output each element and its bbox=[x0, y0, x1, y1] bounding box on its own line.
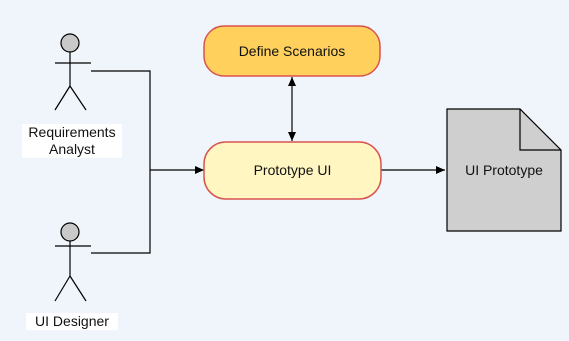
define-scenarios-label: Define Scenarios bbox=[238, 43, 346, 59]
ui-prototype-label: UI Prototype bbox=[465, 162, 543, 178]
ui-designer-label: UI Designer bbox=[26, 313, 118, 330]
document-fold bbox=[519, 109, 561, 151]
designer-connector bbox=[91, 170, 151, 254]
prototype-ui-box bbox=[203, 141, 382, 200]
ui-designer-actor bbox=[54, 222, 91, 302]
requirements-analyst-actor bbox=[54, 33, 91, 111]
ui-prototype-document bbox=[446, 108, 562, 232]
define-scenarios-box bbox=[203, 25, 381, 77]
prototype-ui-label: Prototype UI bbox=[253, 162, 332, 178]
analyst-connector bbox=[91, 70, 151, 170]
requirements-analyst-label: Requirements Analyst bbox=[22, 124, 122, 158]
